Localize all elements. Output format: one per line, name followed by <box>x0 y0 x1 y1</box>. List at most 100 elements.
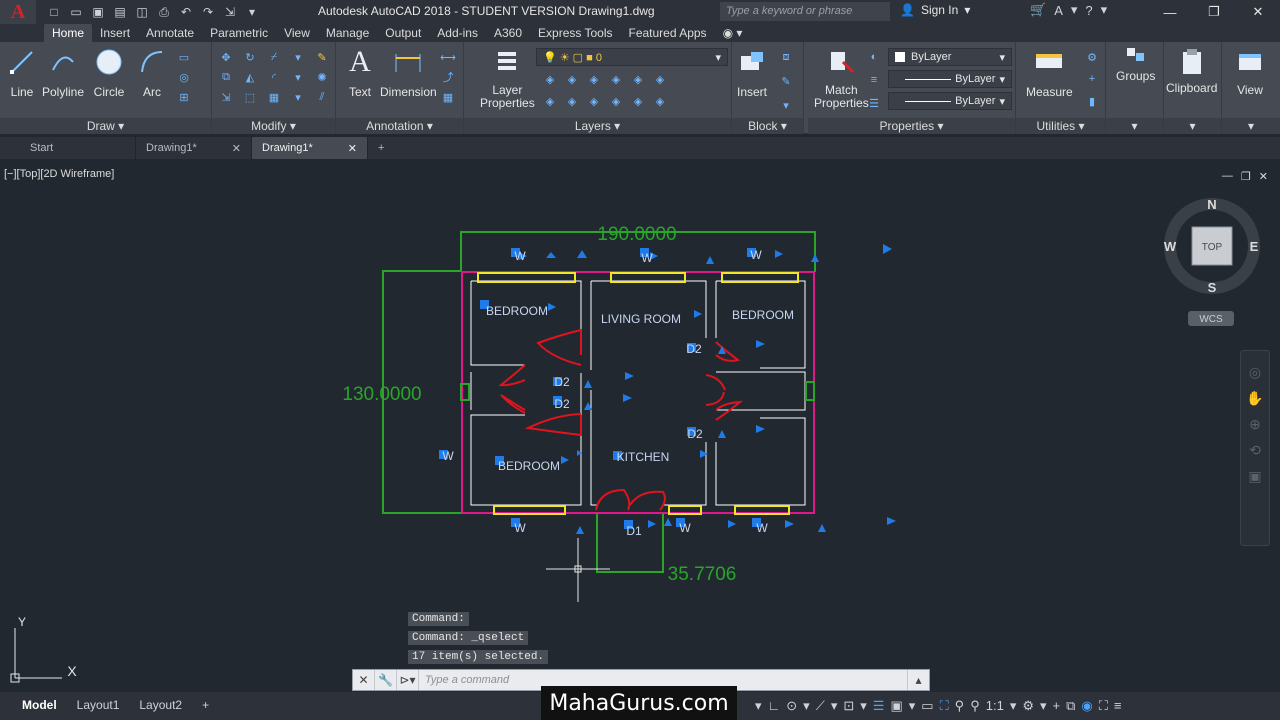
linetype-dropdown[interactable]: ByLayer▾ <box>888 70 1012 88</box>
hardware-acceleration-icon[interactable]: ◉ <box>1081 698 1093 713</box>
tab-home[interactable]: Home <box>44 24 93 42</box>
scale-icon[interactable]: ⬚ <box>244 91 256 104</box>
layer-lock-icon[interactable]: ◈ <box>611 73 621 86</box>
recent-commands-icon[interactable]: ⊳▾ <box>397 670 419 690</box>
help-search-input[interactable]: Type a keyword or phrase <box>720 2 890 21</box>
selection-cycling-icon[interactable]: ▭ <box>921 698 934 713</box>
layer-unlock-icon[interactable]: ◈ <box>611 95 621 108</box>
clean-screen-icon[interactable]: ⛶ <box>1098 698 1108 713</box>
zoom-icon[interactable]: ⊕ <box>1249 416 1261 432</box>
application-menu-button[interactable]: A <box>0 0 36 24</box>
tab-express-tools[interactable]: Express Tools <box>538 26 613 40</box>
layer-off-icon[interactable]: ◈ <box>545 73 555 86</box>
object-snap-icon[interactable]: ⊡ <box>843 698 855 713</box>
edit-block-icon[interactable]: ✎ <box>781 75 791 88</box>
chevron-down-icon[interactable]: ▾ <box>1040 698 1047 713</box>
layer-thaw-icon[interactable]: ◈ <box>589 95 599 108</box>
layer-copy-icon[interactable]: ◈ <box>633 95 643 108</box>
insert-button[interactable]: Insert <box>736 46 768 99</box>
arc-button[interactable]: Arc <box>136 46 168 99</box>
quick-select-icon[interactable]: ⚙ <box>1087 51 1097 64</box>
dimension-lines[interactable] <box>382 231 816 573</box>
dimension-height-text[interactable]: 130.0000 <box>342 384 421 405</box>
polyline-button[interactable]: Polyline <box>42 46 84 99</box>
lineweight-icon[interactable]: ☰ <box>872 698 885 713</box>
tab-insert[interactable]: Insert <box>100 26 131 40</box>
chevron-down-icon[interactable]: ▾ <box>1100 2 1108 17</box>
line-button[interactable]: Line <box>6 46 38 99</box>
layers-panel-footer[interactable]: Layers ▾ <box>464 118 731 134</box>
customize-icon[interactable]: 🔧 <box>375 670 397 690</box>
tab-drawing1-b[interactable]: Drawing1*✕ <box>252 137 368 159</box>
erase-icon[interactable]: ✎ <box>317 51 327 64</box>
customize-icon[interactable]: ≡ <box>1113 698 1122 713</box>
view-button[interactable]: View <box>1234 46 1266 97</box>
open-web-icon[interactable]: ◫ <box>136 5 148 19</box>
clipboard-panel-footer[interactable]: ▾ <box>1164 118 1221 134</box>
color-wheel-icon[interactable]: ◐ <box>870 51 878 63</box>
close-icon[interactable]: ✕ <box>1252 4 1264 19</box>
chevron-down-icon[interactable]: ▾ <box>860 698 867 713</box>
lineweight-dropdown[interactable]: ByLayer▾ <box>888 92 1012 110</box>
create-block-icon[interactable]: ⧈ <box>782 50 790 63</box>
trim-icon[interactable]: ⌿ <box>270 50 278 63</box>
chevron-down-icon[interactable]: ▾ <box>295 71 301 84</box>
compass-north[interactable]: N <box>1207 197 1216 212</box>
selection-grips[interactable] <box>439 248 761 529</box>
save-as-icon[interactable]: ▤ <box>114 5 126 19</box>
redo-icon[interactable]: ↷ <box>202 5 214 19</box>
groups-panel-footer[interactable]: ▾ <box>1106 118 1163 134</box>
layer-freeze-icon[interactable]: ◈ <box>589 73 599 86</box>
add-layout-icon[interactable]: + <box>202 698 210 712</box>
showmotion-icon[interactable]: ▣ <box>1248 468 1262 484</box>
workspace-gear-icon[interactable]: ⚙ <box>1022 698 1034 713</box>
compass-east[interactable]: E <box>1250 239 1259 254</box>
copy-icon[interactable]: ⧉ <box>222 70 230 83</box>
tab-manage[interactable]: Manage <box>325 26 370 40</box>
tab-parametric[interactable]: Parametric <box>210 26 269 40</box>
rotate-icon[interactable]: ↻ <box>245 51 255 64</box>
view-panel-footer[interactable]: ▾ <box>1222 118 1280 134</box>
annotation-visibility-icon[interactable]: ⚲ <box>954 698 965 713</box>
ortho-icon[interactable]: ∟ <box>767 698 781 713</box>
tab-a360[interactable]: A360 <box>493 26 523 40</box>
tab-annotate[interactable]: Annotate <box>146 26 195 40</box>
tab-drawing1-a[interactable]: Drawing1*✕ <box>136 137 252 159</box>
ribbon-options-icon[interactable]: ◉ ▾ <box>722 26 743 40</box>
tab-output[interactable]: Output <box>385 26 422 40</box>
room-labels[interactable]: BEDROOM LIVING ROOM BEDROOM BEDROOM KITC… <box>486 304 794 473</box>
chevron-down-icon[interactable]: ▾ <box>1070 2 1078 17</box>
isodraft-icon[interactable]: ⟋ <box>815 698 825 713</box>
measure-button[interactable]: Measure <box>1026 46 1073 99</box>
close-icon[interactable]: ✕ <box>231 142 241 155</box>
close-icon[interactable]: ✕ <box>1258 171 1268 183</box>
share-icon[interactable]: ⇲ <box>224 5 236 19</box>
chevron-down-icon[interactable]: ▾ <box>964 3 971 17</box>
chevron-down-icon[interactable]: ▾ <box>803 698 810 713</box>
minimize-icon[interactable]: — <box>1163 4 1177 20</box>
chevron-down-icon[interactable]: ▾ <box>908 698 916 713</box>
array-icon[interactable]: ⊞ <box>179 91 189 104</box>
chevron-up-icon[interactable]: ▴ <box>907 670 929 690</box>
tab-model[interactable]: Model <box>22 698 57 712</box>
annotation-scale[interactable]: 1:1 <box>985 698 1004 713</box>
mirror-icon[interactable]: ◭ <box>245 71 255 84</box>
layer-properties-button[interactable]: Layer Properties <box>480 46 535 110</box>
new-icon[interactable]: □ <box>50 5 58 19</box>
dimension-button[interactable]: Dimension <box>380 46 437 99</box>
compass-south[interactable]: S <box>1208 280 1217 295</box>
save-icon[interactable]: ▣ <box>92 5 104 19</box>
stretch-icon[interactable]: ⇲ <box>221 91 231 104</box>
polar-icon[interactable]: ⊙ <box>786 698 798 713</box>
hatch-icon[interactable]: ◎ <box>179 71 189 84</box>
wcs-label[interactable]: WCS <box>1199 314 1223 325</box>
layer-walk-icon[interactable]: ◈ <box>655 95 665 108</box>
table-icon[interactable]: ▦ <box>442 91 454 104</box>
a360-icon[interactable]: A <box>1054 2 1063 18</box>
dimension-small-text[interactable]: 35.7706 <box>668 564 737 585</box>
tab-featured-apps[interactable]: Featured Apps <box>628 26 707 40</box>
leader-icon[interactable]: ⟷ <box>440 51 456 64</box>
tab-layout1[interactable]: Layout1 <box>76 698 120 712</box>
print-icon[interactable]: ⎙ <box>159 4 169 19</box>
layer-current-icon[interactable]: ◈ <box>633 73 643 86</box>
